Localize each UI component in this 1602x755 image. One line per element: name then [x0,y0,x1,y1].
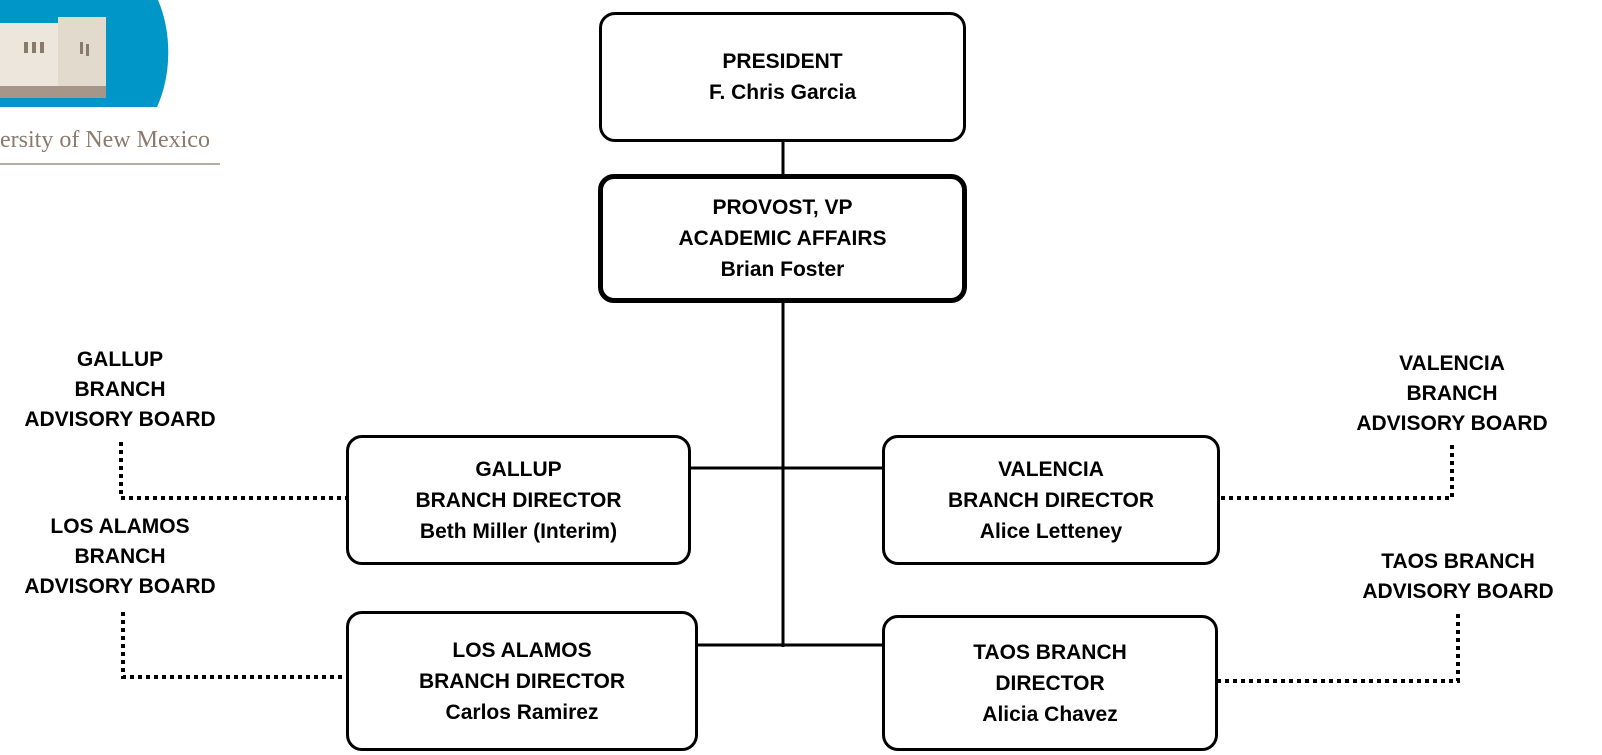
taos-director-line2: DIRECTOR [995,671,1105,695]
valencia-director-line1: VALENCIA [998,457,1104,481]
valencia-director-name: Alice Letteney [979,519,1123,543]
dotted-connectors [119,442,1460,683]
valencia-board-line2: BRANCH [1406,382,1498,405]
taos-board-line2: ADVISORY BOARD [1362,580,1554,603]
taos-board-dotted-line [1217,612,1460,683]
valencia-board-dotted-line [1221,442,1454,500]
gallup-director-line1: GALLUP [475,457,562,481]
gallup-director-name: Beth Miller (Interim) [419,519,618,543]
losalamos-board-line2: BRANCH [74,545,166,568]
gallup-advisory-board-label: GALLUP BRANCH ADVISORY BOARD [0,345,240,435]
gallup-board-line3: ADVISORY BOARD [24,408,216,431]
losalamos-board-line1: LOS ALAMOS [50,515,190,538]
logo-text: ersity of New Mexico [0,127,210,153]
unm-logo: ersity of New Mexico [0,0,240,175]
solid-connectors [690,140,884,647]
valencia-director-box: VALENCIA BRANCH DIRECTOR Alice Letteney [882,435,1220,565]
losalamos-director-line2: BRANCH DIRECTOR [418,669,626,693]
president-name: F. Chris Garcia [708,81,857,104]
provost-name: Brian Foster [720,258,845,281]
losalamos-board-line3: ADVISORY BOARD [24,575,216,598]
provost-title-line2: ACADEMIC AFFAIRS [678,227,887,250]
losalamos-director-line1: LOS ALAMOS [452,638,592,662]
losalamos-director-name: Carlos Ramirez [445,700,599,724]
valencia-advisory-board-label: VALENCIA BRANCH ADVISORY BOARD [1332,349,1572,439]
gallup-board-line2: BRANCH [74,378,166,401]
gallup-director-box: GALLUP BRANCH DIRECTOR Beth Miller (Inte… [346,435,691,565]
valencia-board-line3: ADVISORY BOARD [1356,412,1548,435]
losalamos-board-dotted-line [121,612,346,679]
losalamos-advisory-board-label: LOS ALAMOS BRANCH ADVISORY BOARD [0,512,240,602]
taos-director-box: TAOS BRANCH DIRECTOR Alicia Chavez [882,615,1218,751]
president-box: PRESIDENT F. Chris Garcia [599,12,966,142]
president-title: PRESIDENT [722,50,843,73]
provost-box: PROVOST, VP ACADEMIC AFFAIRS Brian Foste… [598,174,967,303]
losalamos-director-box: LOS ALAMOS BRANCH DIRECTOR Carlos Ramire… [346,611,698,751]
taos-advisory-board-label: TAOS BRANCH ADVISORY BOARD [1338,547,1578,607]
taos-director-name: Alicia Chavez [982,702,1118,726]
logo-graphic [0,0,220,165]
valencia-board-line1: VALENCIA [1399,352,1505,375]
provost-title-line1: PROVOST, VP [712,196,853,219]
taos-director-line1: TAOS BRANCH [973,640,1127,664]
taos-board-line1: TAOS BRANCH [1381,550,1535,573]
gallup-board-line1: GALLUP [76,348,164,371]
gallup-board-dotted-line [119,442,346,500]
gallup-director-line2: BRANCH DIRECTOR [415,488,622,512]
valencia-director-line2: BRANCH DIRECTOR [947,488,1155,512]
